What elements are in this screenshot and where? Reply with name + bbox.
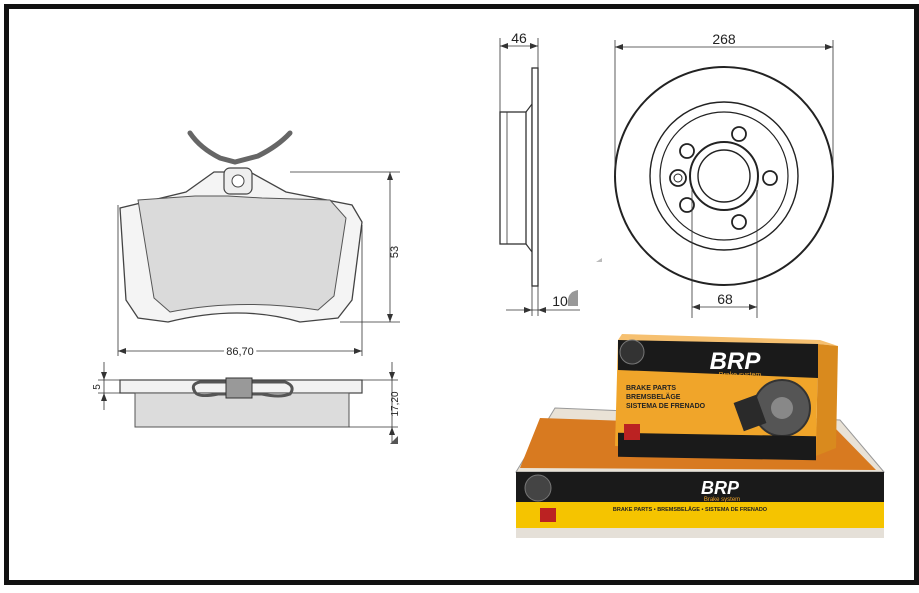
brake-pad-side-view: 5 17,20 (92, 362, 401, 444)
front-box-line-1: BRAKE PARTS (626, 385, 676, 392)
front-box: BRP Brake system BRAKE PARTS BREMSBELÄGE… (615, 334, 838, 461)
front-box-subtitle: Brake system (719, 372, 762, 379)
front-box-line-2: BREMSBELÄGE (626, 393, 681, 401)
disc-min-thickness-label: 10 (552, 293, 568, 309)
lower-box-subtitle: Brake system (704, 497, 740, 503)
front-box-brand: BRP (710, 348, 762, 375)
front-box-line-3: SISTEMA DE FRENADO (626, 403, 706, 410)
pad-spring-clip (187, 130, 293, 165)
pad-friction-material (137, 195, 347, 313)
product-boxes: BRP Brake system BRAKE PARTS • BREMSBELÄ… (515, 334, 886, 538)
lower-box-brand: BRP (701, 478, 740, 498)
pad-sensor-hole (231, 174, 245, 188)
disc-hat-outer (649, 101, 799, 251)
disc-side-hat (499, 111, 527, 245)
pad-thickness-label: 17,20 (390, 391, 401, 416)
disc-bolt-holes (669, 126, 778, 230)
pad-height-label: 53 (389, 246, 401, 258)
disc-bore-label: 68 (717, 291, 733, 307)
disc-hub-ring (689, 141, 759, 211)
pad-backplate-label: 5 (92, 384, 103, 390)
disc-diameter-label: 268 (712, 31, 736, 47)
brake-pad-front-view: 53 86,70 (117, 130, 401, 361)
pad-side-spring (191, 380, 294, 398)
disc-side-friction-ring (531, 67, 539, 287)
brake-disc-side-view: 46 10 (499, 30, 580, 316)
brake-disc-front-view: 268 68 (614, 31, 834, 318)
pad-width-label: 86,70 (226, 346, 254, 358)
disc-center-bore (697, 149, 751, 203)
lower-box-label: BRAKE PARTS • BREMSBELÄGE • SISTEMA DE F… (613, 506, 768, 513)
disc-hat-inner (659, 111, 789, 241)
disc-thickness-label: 46 (511, 30, 527, 46)
